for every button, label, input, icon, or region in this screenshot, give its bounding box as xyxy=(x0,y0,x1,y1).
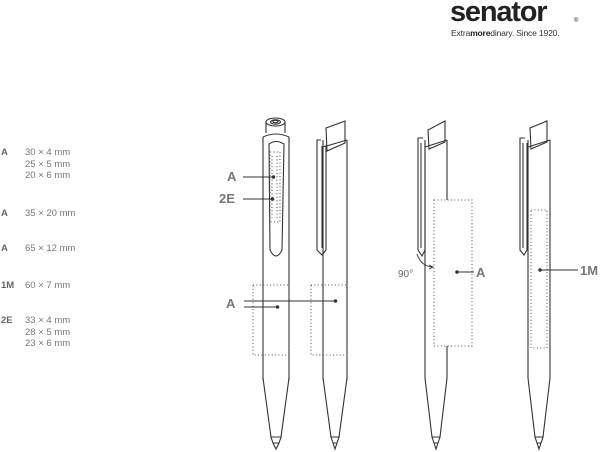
spec-sizes: 30 × 4 mm 25 × 5 mm 20 × 6 mm xyxy=(25,147,70,182)
spec-code: 2E xyxy=(1,315,13,326)
spec-size: 30 × 4 mm xyxy=(25,147,71,158)
1m-print-area xyxy=(530,209,548,349)
spec-size: 20 × 6 mm xyxy=(25,170,71,181)
registered-mark: ® xyxy=(574,18,579,24)
spec-code: A xyxy=(1,147,8,158)
spec-size: 25 × 5 mm xyxy=(25,158,71,170)
spec-sizes: 65 × 12 mm xyxy=(25,243,75,255)
spec-code: A xyxy=(1,208,8,219)
label-clip-a: A xyxy=(227,169,237,184)
label-rotation-angle: 90° xyxy=(398,269,413,280)
pen-front-view xyxy=(262,117,290,451)
label-barrel-a: A xyxy=(226,296,236,311)
tagline-post: dinary. Since 1920. xyxy=(490,28,560,38)
spec-size: 65 × 12 mm xyxy=(25,243,76,254)
spec-code: A xyxy=(1,243,8,254)
rotated-print-area xyxy=(433,199,473,347)
pen-rotated-view xyxy=(417,120,448,451)
spec-size: 23 × 6 mm xyxy=(25,338,71,349)
spec-size: 28 × 5 mm xyxy=(25,326,71,338)
spec-size: 60 × 7 mm xyxy=(25,280,71,291)
brand-tagline: Extramoredinary. Since 1920. xyxy=(451,28,560,38)
label-rotated-a: A xyxy=(476,265,486,280)
clip-print-area xyxy=(269,151,281,223)
tagline-bold: more xyxy=(470,28,491,38)
spec-sizes: 33 × 4 mm 28 × 5 mm 23 × 6 mm xyxy=(25,315,70,350)
spec-sizes: 35 × 20 mm xyxy=(25,208,75,220)
label-clip-2e: 2E xyxy=(219,191,235,206)
tagline-pre: Extra xyxy=(451,28,471,38)
label-barrel-1m: 1M xyxy=(580,263,598,278)
spec-size: 35 × 20 mm xyxy=(25,208,76,219)
spec-code: 1M xyxy=(1,280,15,291)
pen-side-view xyxy=(316,120,348,451)
spec-sizes: 60 × 7 mm xyxy=(25,280,70,292)
pen-1m-view xyxy=(519,120,551,451)
spec-size: 33 × 4 mm xyxy=(25,315,71,326)
barrel-print-areas xyxy=(252,284,348,356)
brand-name: senator xyxy=(450,0,548,28)
